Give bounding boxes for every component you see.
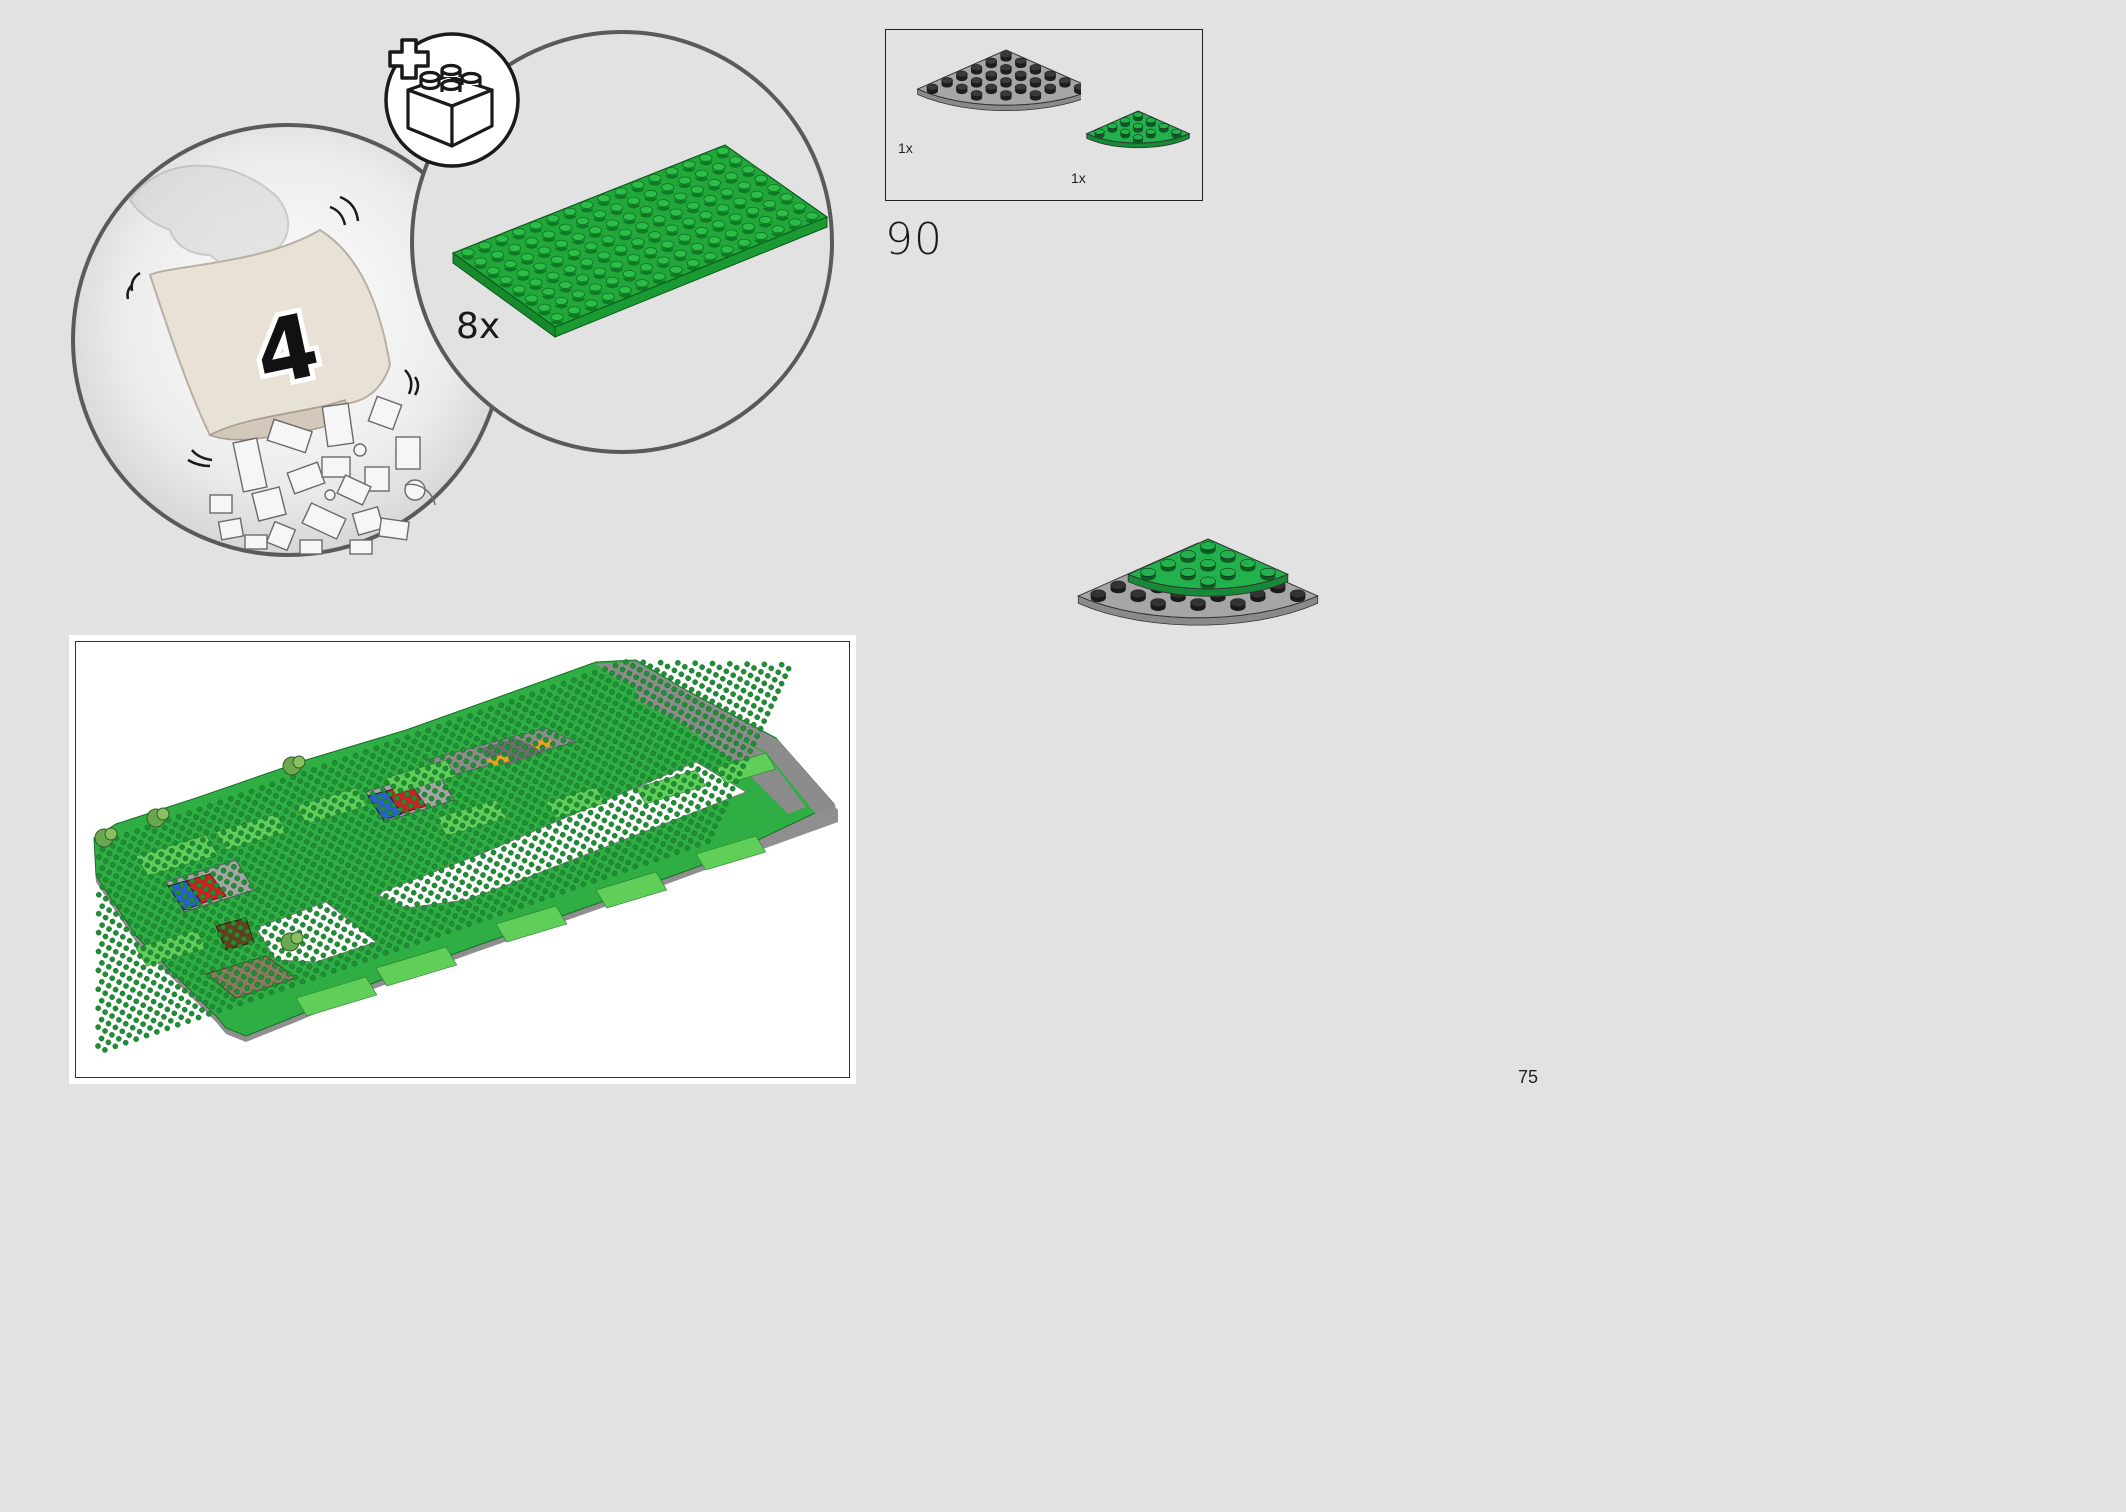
step-number: 90 <box>885 214 943 265</box>
parts-list-qty-gray: 1x <box>898 140 913 156</box>
loose-bricks-icon <box>209 395 436 555</box>
gray-round-corner-plate-icon <box>916 49 1081 111</box>
green-round-corner-plate-icon <box>1085 110 1191 149</box>
instruction-page: 4 8x 1x <box>69 29 1538 1087</box>
parts-list-box: 1x 1x <box>885 29 1203 201</box>
callout-quantity: 8x <box>456 306 501 347</box>
shake-marks-icon <box>126 195 420 468</box>
brick-2x2-icon <box>406 63 494 148</box>
plus-icon <box>388 38 430 80</box>
baseplate-model-illustration <box>93 659 838 1053</box>
model-overview-frame <box>69 635 856 1084</box>
green-plate-8x16-icon <box>451 144 829 338</box>
step-assembly-illustration <box>1077 538 1319 626</box>
page-number: 75 <box>1517 1067 1538 1087</box>
bag-open-circle: 4 <box>71 123 505 557</box>
new-brick-badge <box>384 32 520 168</box>
model-overview-inner <box>75 641 850 1078</box>
parts-list-qty-green: 1x <box>1071 170 1086 186</box>
new-parts-callout <box>410 30 834 454</box>
